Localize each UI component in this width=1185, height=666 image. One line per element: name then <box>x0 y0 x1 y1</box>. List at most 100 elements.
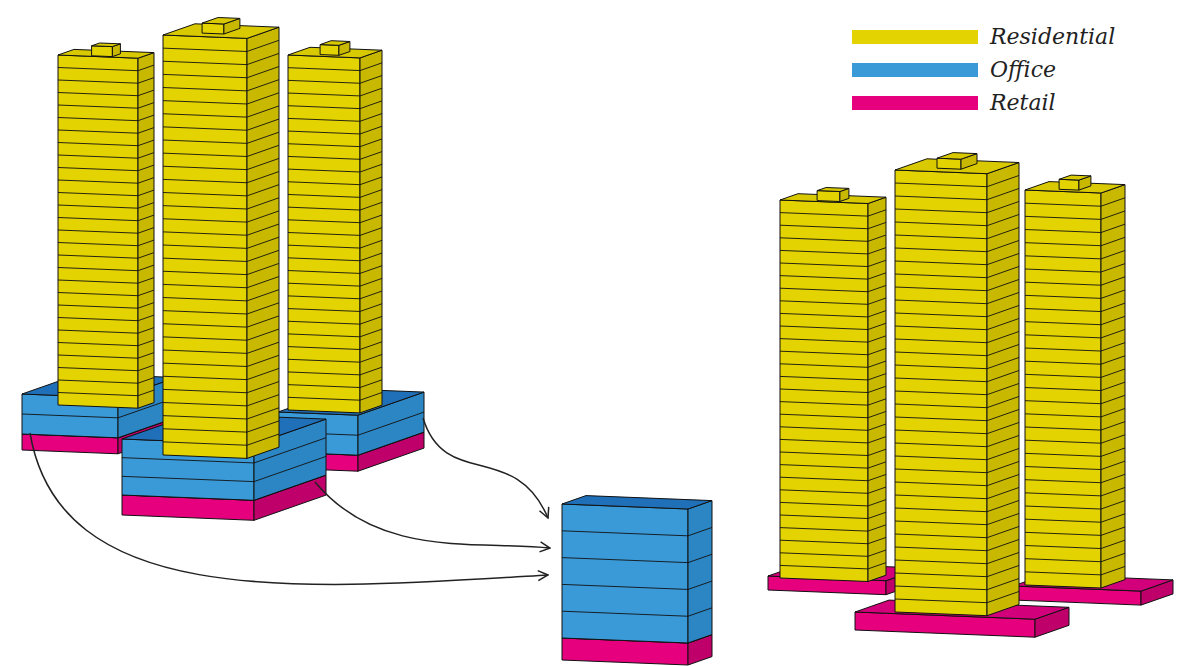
floor-line <box>895 331 1019 342</box>
floor-line <box>163 158 279 169</box>
floor-line <box>58 165 154 171</box>
tower-cap-front <box>1059 179 1079 190</box>
floor-line <box>288 215 382 223</box>
floor-line <box>1025 540 1125 548</box>
floor-line <box>780 563 886 569</box>
floor-line <box>1025 501 1125 509</box>
floor-line <box>163 434 279 445</box>
floor-line <box>163 368 279 379</box>
floor-line <box>288 88 382 96</box>
floor-line <box>562 608 712 616</box>
floor-line <box>288 354 382 362</box>
floor-line <box>288 329 382 337</box>
floor-line <box>58 103 154 109</box>
floor-line <box>780 298 886 304</box>
floor-line <box>58 65 154 71</box>
floor-line <box>288 316 382 324</box>
floor-line <box>1025 461 1125 469</box>
floor-line <box>58 228 154 234</box>
floor-line <box>58 153 154 159</box>
legend-row: Office <box>852 53 1115 86</box>
floor-line <box>780 550 886 556</box>
floor-line <box>895 344 1019 355</box>
tower-top <box>895 159 1019 174</box>
tower-cap-front <box>202 23 224 34</box>
floor-line <box>288 63 382 71</box>
floor-line <box>895 422 1019 433</box>
floor-line <box>58 328 154 334</box>
floor-line <box>288 342 382 350</box>
floor-line <box>58 315 154 321</box>
floor-line <box>163 290 279 301</box>
tower-cap-top <box>92 43 121 47</box>
floor-line <box>1025 303 1125 311</box>
floor-line <box>895 396 1019 407</box>
floor-line <box>895 253 1019 264</box>
floor-line <box>1025 435 1125 443</box>
floor-line <box>895 474 1019 485</box>
floor-line <box>780 537 886 543</box>
tower-cap-top <box>817 188 849 192</box>
floor-line <box>58 203 154 209</box>
floor-line <box>1025 382 1125 390</box>
floor-line <box>895 370 1019 381</box>
legend-label: Office <box>990 59 1056 81</box>
floor-line <box>288 240 382 248</box>
floor-line <box>780 411 886 417</box>
floor-line <box>288 291 382 299</box>
floor-line <box>1025 250 1125 258</box>
floor-line <box>163 355 279 366</box>
floor-line <box>163 342 279 353</box>
floor-line <box>780 222 886 228</box>
floor-line <box>780 399 886 405</box>
floor-line <box>288 202 382 210</box>
floor-line <box>288 304 382 312</box>
tower-top <box>163 24 279 39</box>
floor-line <box>163 421 279 432</box>
floor-line <box>895 240 1019 251</box>
floor-line <box>895 513 1019 524</box>
floor-line <box>780 235 886 241</box>
floor-line <box>1025 369 1125 377</box>
floor-line <box>163 80 279 91</box>
floor-line <box>1025 408 1125 416</box>
tower-cap-top <box>320 41 350 46</box>
floor-line <box>1025 329 1125 337</box>
floor-line <box>895 539 1019 550</box>
floor-line <box>163 211 279 222</box>
floor-line <box>58 303 154 309</box>
floor-line <box>895 591 1019 602</box>
floor-line <box>163 250 279 261</box>
transfer-arrow <box>30 433 548 584</box>
floor-line <box>895 409 1019 420</box>
floor-line <box>288 393 382 401</box>
floor-line <box>780 273 886 279</box>
floor-line <box>163 106 279 117</box>
floor-line <box>780 525 886 531</box>
tower-cap-top <box>202 18 240 25</box>
transfer-arrow <box>423 418 548 518</box>
floor-line <box>58 190 154 196</box>
floor-line <box>1025 514 1125 522</box>
floor-line <box>288 152 382 160</box>
floor-line <box>562 554 712 562</box>
floor-line <box>895 266 1019 277</box>
floor-line <box>58 253 154 259</box>
floor-line <box>1025 290 1125 298</box>
floor-line <box>58 378 154 384</box>
floor-line <box>58 178 154 184</box>
floor-line <box>780 361 886 367</box>
floor-line <box>288 114 382 122</box>
floor-line <box>1025 474 1125 482</box>
floor-line <box>58 390 154 396</box>
office-podium-top <box>562 496 712 509</box>
floor-line <box>163 316 279 327</box>
floor-line <box>895 448 1019 459</box>
floor-line <box>288 76 382 84</box>
floor-line <box>288 139 382 147</box>
tower-cap-top <box>1059 175 1091 180</box>
floor-line <box>163 198 279 209</box>
floor-line <box>163 277 279 288</box>
floor-line <box>58 290 154 296</box>
floor-line <box>288 278 382 286</box>
